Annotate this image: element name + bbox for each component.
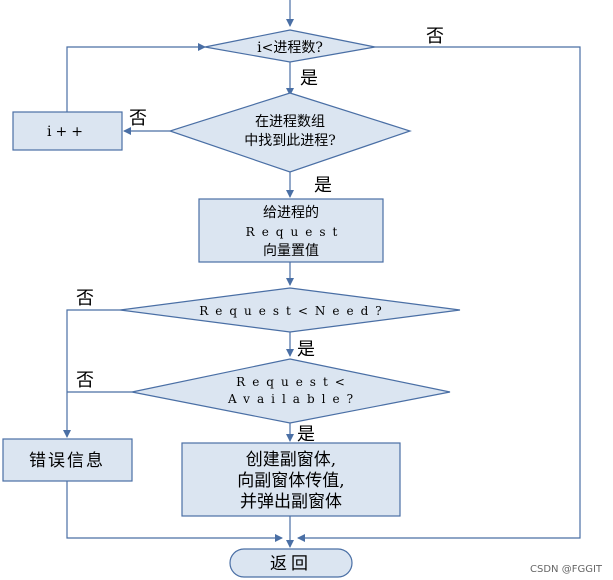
connectors [63, 0, 581, 548]
process-error-message: 错误信息 [2, 438, 133, 482]
return-label: 返回 [270, 554, 312, 574]
process-increment-i: i++ [12, 111, 123, 151]
decision-need-label: Request<Need? [199, 304, 389, 318]
yes-label-find-process: 是 [314, 175, 332, 196]
decision-find-process: 在进程数组 中找到此进程? [168, 92, 412, 173]
no-label-process-count: 否 [426, 26, 444, 47]
process-set-request-vector: 给进程的 Request 向量置值 [198, 198, 384, 263]
watermark-text: CSDN @FGGIT [530, 564, 603, 575]
create-line-1: 创建副窗体, [246, 450, 336, 470]
terminal-return: 返回 [229, 548, 353, 578]
increment-label: i++ [47, 124, 87, 140]
assign-line-3: 向量置值 [263, 243, 319, 259]
decision-available-line-2: Available? [227, 392, 360, 406]
decision-i-less-than-process-count: i<进程数? [204, 29, 376, 63]
no-label-find-process: 否 [129, 108, 147, 129]
decision-find-line-2: 中找到此进程? [244, 133, 336, 149]
decision-find-line-1: 在进程数组 [255, 114, 325, 130]
create-line-2: 向副窗体传值, [237, 471, 344, 491]
process-create-subwindow: 创建副窗体, 向副窗体传值, 并弹出副窗体 [181, 442, 401, 517]
decision-request-less-than-need: Request<Need? [119, 287, 461, 333]
yes-label-need: 是 [297, 339, 315, 360]
decision-i-label: i<进程数? [257, 40, 323, 56]
create-line-3: 并弹出副窗体 [240, 492, 342, 512]
assign-line-2: Request [246, 225, 345, 239]
assign-line-1: 给进程的 [263, 205, 319, 221]
yes-label-process-count: 是 [300, 68, 318, 89]
error-label: 错误信息 [29, 451, 105, 471]
no-label-available: 否 [76, 370, 94, 391]
yes-label-available: 是 [297, 424, 315, 445]
no-label-need: 否 [76, 288, 94, 309]
decision-request-less-than-available: Request< Available? [131, 358, 451, 424]
decision-available-line-1: Request< [236, 375, 352, 389]
